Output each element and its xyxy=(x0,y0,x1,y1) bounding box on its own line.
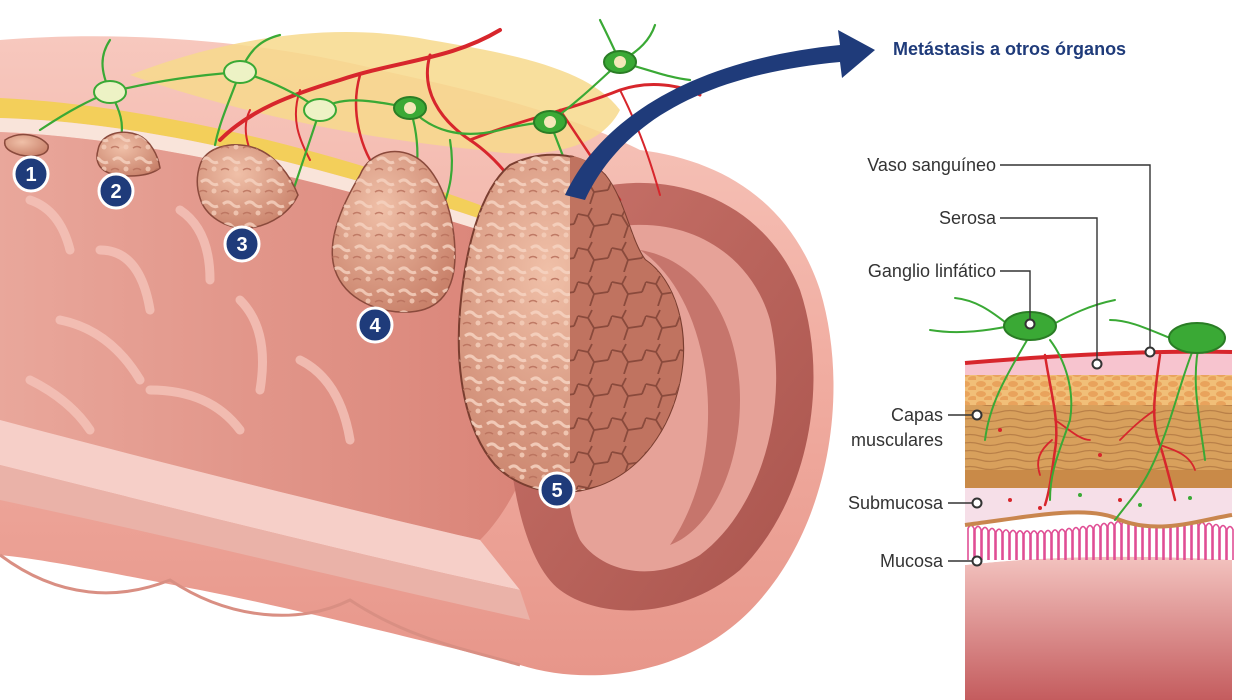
label-mucosa: Mucosa xyxy=(880,551,944,571)
villus xyxy=(995,528,1003,560)
mesentery-fat xyxy=(130,32,620,154)
label-capas-line1: Capas xyxy=(891,405,943,425)
label-serosa: Serosa xyxy=(939,208,997,228)
wall-band-pink xyxy=(0,118,495,235)
villus xyxy=(1219,524,1227,560)
stage-badge-2: 2 xyxy=(97,172,135,210)
callout-dot-serosa xyxy=(1091,358,1103,370)
stage-badge-4: 4 xyxy=(356,306,394,344)
villus xyxy=(1093,523,1101,560)
lymph-node xyxy=(93,80,127,104)
villus xyxy=(1030,530,1038,560)
stage-badge-label: 1 xyxy=(25,164,36,186)
label-ganglio-linfatico: Ganglio linfático xyxy=(868,261,996,281)
villus xyxy=(988,527,996,560)
section-submucosa-line xyxy=(964,510,1233,529)
label-submucosa: Submucosa xyxy=(848,493,944,513)
villus xyxy=(1037,530,1045,560)
villus xyxy=(1114,520,1122,560)
callouts xyxy=(948,164,1151,562)
villus xyxy=(974,525,982,560)
callout-dot-submucosa xyxy=(971,497,983,509)
section-lymph-node xyxy=(1168,322,1226,354)
stage-badge-circle xyxy=(12,155,50,193)
section-lumen xyxy=(965,556,1232,700)
stage-badge-circle xyxy=(223,225,261,263)
tumor-stage-1 xyxy=(3,133,49,157)
villus xyxy=(1051,529,1059,560)
callout-line-vaso xyxy=(1000,164,1151,350)
callout-dot-vaso xyxy=(1144,346,1156,358)
colon-cut-edge xyxy=(0,420,520,590)
stage-badge-circle xyxy=(97,172,135,210)
submucosa-dots xyxy=(998,428,1192,510)
stage-badge-circle xyxy=(538,471,576,509)
stage-badge-1: 1 xyxy=(12,155,50,193)
mucosa-folds xyxy=(25,195,355,445)
villus xyxy=(1086,524,1094,560)
villus xyxy=(1065,527,1073,560)
colon-cut-edge-lower xyxy=(0,465,530,620)
colon-illustration xyxy=(0,18,875,676)
stage-badge-3: 3 xyxy=(223,225,261,263)
metastasis-label: Metástasis a otros órganos xyxy=(893,39,1126,59)
callout-line-ganglio xyxy=(1000,270,1031,322)
section-lymphatics xyxy=(929,297,1206,521)
villus xyxy=(1226,525,1234,560)
villus xyxy=(981,526,989,560)
villus xyxy=(1044,529,1052,560)
villus xyxy=(1002,529,1010,560)
villus xyxy=(1072,526,1080,560)
label-vaso-sanguineo: Vaso sanguíneo xyxy=(867,155,996,175)
colon-lumen-shadow xyxy=(640,250,740,545)
stage-badge-label: 5 xyxy=(551,480,562,502)
stage-badges: 1 2 3 4 5 xyxy=(12,155,576,509)
lymph-node xyxy=(303,98,337,122)
wall-cross-section xyxy=(929,297,1234,700)
lymph-node xyxy=(223,60,257,84)
colon-haustra xyxy=(0,553,521,667)
callout-dot-mucosa xyxy=(971,555,983,567)
stage-badge-circle xyxy=(356,306,394,344)
villus xyxy=(1212,523,1220,560)
villus xyxy=(1079,525,1087,560)
villus xyxy=(1009,529,1017,560)
villus xyxy=(1107,521,1115,560)
stage-badge-label: 4 xyxy=(369,315,381,337)
label-capas-line2: musculares xyxy=(851,430,943,450)
metastasis-arrow xyxy=(565,30,875,200)
villus xyxy=(1016,530,1024,560)
callout-dot-capas xyxy=(971,409,983,421)
section-submucosa xyxy=(965,485,1232,527)
villus xyxy=(1058,528,1066,560)
villus xyxy=(1205,522,1213,560)
villus xyxy=(1023,530,1031,560)
villus xyxy=(1100,522,1108,560)
tumors xyxy=(3,131,684,493)
callout-line-serosa xyxy=(1000,217,1098,362)
stage-badge-label: 2 xyxy=(110,181,121,203)
stage-badge-label: 3 xyxy=(236,234,247,256)
lymph-nodes xyxy=(93,50,637,134)
callout-dot-ganglio xyxy=(1024,318,1036,330)
callout-dots xyxy=(971,318,1156,567)
stage-badge-5: 5 xyxy=(538,471,576,509)
